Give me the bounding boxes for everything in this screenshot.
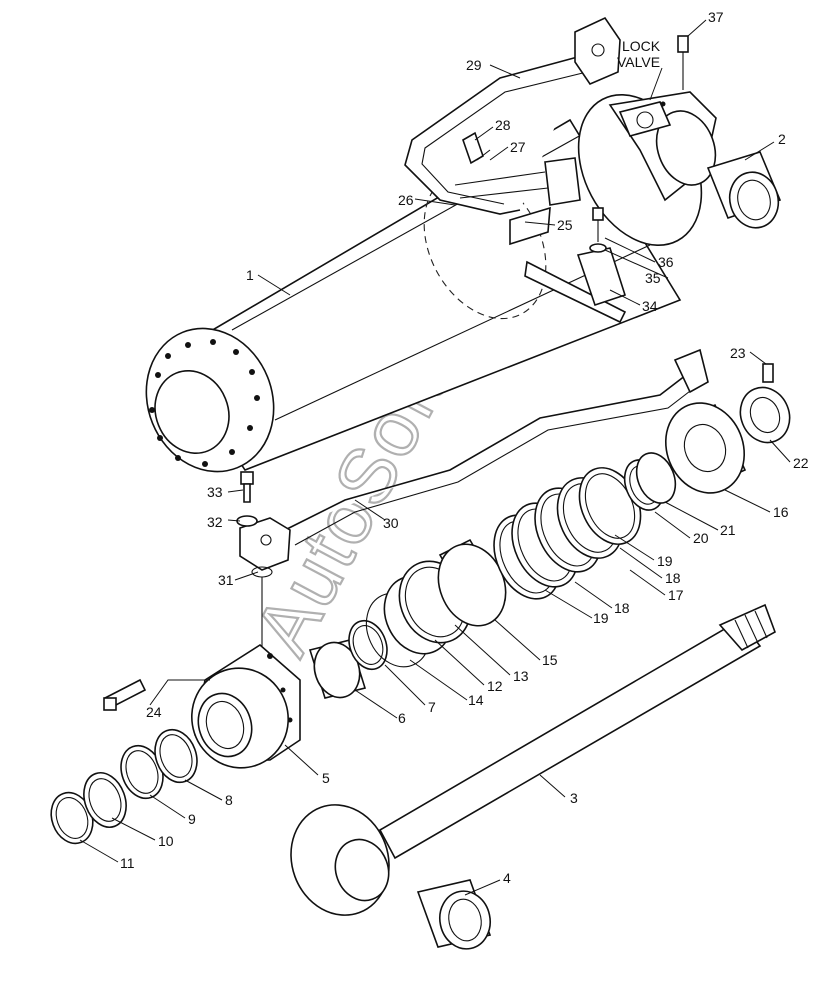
callout-19b: 19 — [593, 610, 609, 626]
rings-20-21 — [623, 452, 677, 511]
callout-12: 12 — [487, 678, 503, 694]
pipe-29 — [404, 16, 621, 215]
callout-1: 1 — [246, 267, 254, 283]
callout-26: 26 — [398, 192, 414, 208]
callout-9: 9 — [188, 811, 196, 827]
bolt-33 — [240, 471, 254, 503]
callout-10: 10 — [158, 833, 174, 849]
callout-18b: 18 — [614, 600, 630, 616]
callout-13: 13 — [513, 668, 529, 684]
callout-15: 15 — [542, 652, 558, 668]
piston-16 — [664, 402, 747, 494]
callout-17: 17 — [668, 587, 684, 603]
rod-head — [191, 644, 301, 769]
callout-33: 33 — [207, 484, 223, 500]
bolt-24 — [103, 678, 147, 711]
seal-ring-8 — [154, 728, 198, 784]
callout-11: 11 — [120, 855, 135, 871]
bushing-4 — [416, 879, 492, 950]
callout-7: 7 — [428, 699, 436, 715]
callout-20: 20 — [693, 530, 709, 546]
callout-27: 27 — [510, 139, 526, 155]
bushing-6 — [308, 639, 367, 699]
callout-labels: 1 2 3 4 5 6 7 8 9 10 11 12 13 14 15 16 1… — [120, 9, 809, 886]
callout-2: 2 — [778, 131, 786, 147]
piston-15 — [437, 538, 507, 627]
callout-35: 35 — [645, 270, 661, 286]
seal-ring-10 — [83, 772, 127, 828]
callout-21: 21 — [720, 522, 736, 538]
callout-31: 31 — [218, 572, 234, 588]
callout-25: 25 — [557, 217, 573, 233]
lock-valve-line1: LOCK — [622, 38, 661, 54]
ring-7 — [348, 619, 388, 671]
lock-valve-line2: VALVE — [617, 54, 660, 70]
callout-3: 3 — [570, 790, 578, 806]
bolt-36 — [589, 207, 607, 253]
cylinder-tube — [145, 91, 717, 473]
callout-19a: 19 — [657, 553, 673, 569]
callout-5: 5 — [322, 770, 330, 786]
pipe-30 — [239, 348, 709, 571]
callout-8: 8 — [225, 792, 233, 808]
callout-32: 32 — [207, 514, 223, 530]
leader-lines — [79, 19, 791, 896]
bushing-2 — [706, 151, 782, 229]
callout-18a: 18 — [665, 570, 681, 586]
oring-31 — [251, 566, 273, 655]
nut-22 — [739, 386, 791, 444]
callout-14: 14 — [468, 692, 484, 708]
grease-fitting-37 — [677, 35, 689, 90]
callout-4: 4 — [503, 870, 511, 886]
callout-24: 24 — [146, 704, 162, 720]
callout-29: 29 — [466, 57, 482, 73]
callout-37: 37 — [708, 9, 724, 25]
callout-16: 16 — [773, 504, 789, 520]
callout-6: 6 — [398, 710, 406, 726]
callout-22: 22 — [793, 455, 809, 471]
pipe-clamp — [454, 157, 627, 324]
callout-36: 36 — [658, 254, 674, 270]
callout-23: 23 — [730, 345, 746, 361]
bolt-28 — [462, 131, 491, 165]
callout-34: 34 — [642, 298, 658, 314]
callout-28: 28 — [495, 117, 511, 133]
set-screw-23 — [762, 363, 774, 383]
piston-rod — [290, 603, 776, 916]
lock-valve-label: LOCK VALVE — [617, 38, 661, 70]
callout-30: 30 — [383, 515, 399, 531]
